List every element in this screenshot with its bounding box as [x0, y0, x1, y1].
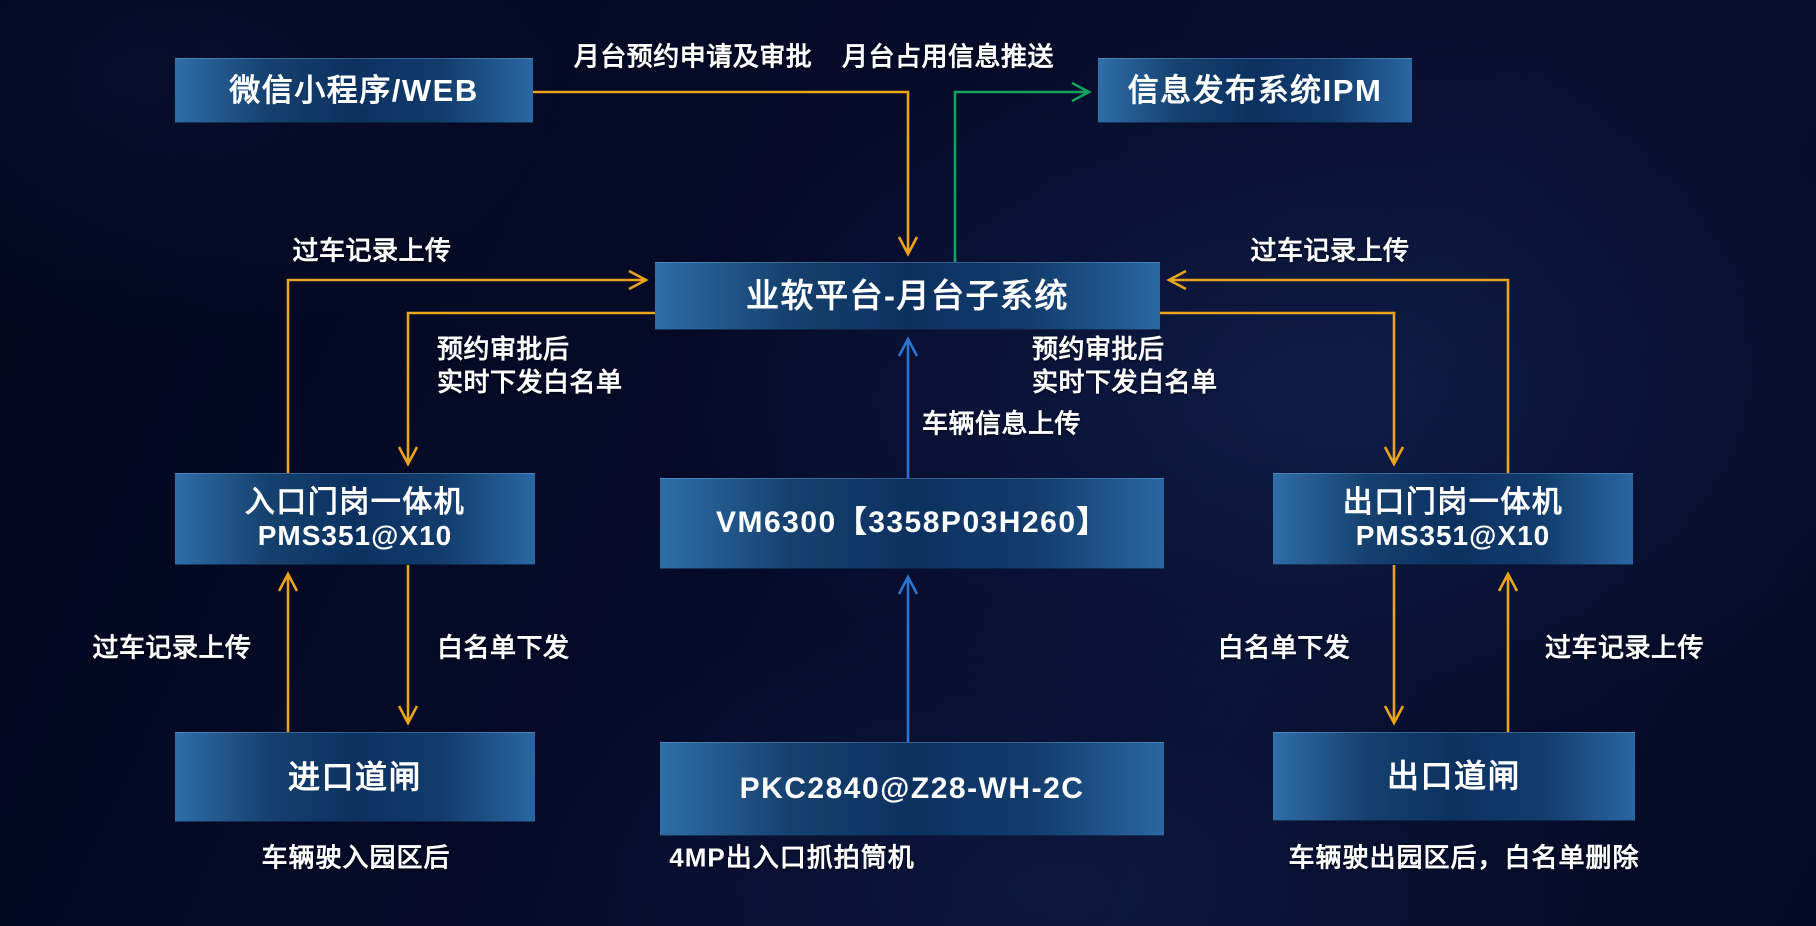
edge-label-left-whitelist-lower: 白名单下发: [437, 632, 570, 663]
edge-label-right-record-lower: 过车记录上传: [1545, 632, 1705, 663]
edge-label-line2: 实时下发白名单: [1032, 367, 1218, 397]
node-label: 出口道闸: [1386, 758, 1521, 795]
edge-label-right-record-upper: 过车记录上传: [1250, 235, 1410, 266]
node-vm6300-camera: VM6300【3358P03H260】: [660, 478, 1164, 569]
edge-label-right-whitelist-lower: 白名单下发: [1217, 632, 1351, 663]
edge-label-line1: 预约审批后: [437, 334, 570, 364]
edge-label-right-whitelist-upper: 预约审批后 实时下发白名单: [1032, 333, 1218, 399]
node-entrance-gate-machine: 入口门岗一体机 PMS351@X10: [175, 473, 535, 565]
edge-left-pass-record-to-platform: [286, 269, 649, 473]
node-label: VM6300【3358P03H260】: [715, 506, 1109, 540]
node-platform-dock-subsystem: 业软平台-月台子系统: [655, 262, 1160, 330]
node-label: PKC2840@Z28-WH-2C: [739, 771, 1085, 805]
node-label: 信息发布系统IPM: [1127, 72, 1383, 108]
node-info-publishing-system-ipm: 信息发布系统IPM: [1098, 58, 1412, 123]
caption-capture-camera: 4MP出入口抓拍筒机: [669, 842, 915, 873]
node-model: PMS351@X10: [257, 520, 453, 552]
edge-label-vehicle-info-upload: 车辆信息上传: [922, 408, 1082, 439]
edge-platform-whitelist-to-entrance-machine: [397, 311, 655, 467]
edge-label-line1: 预约审批后: [1032, 334, 1165, 364]
node-label: 业软平台-月台子系统: [746, 277, 1069, 315]
node-label: 进口道闸: [287, 758, 422, 795]
edge-label-left-whitelist-upper: 预约审批后 实时下发白名单: [437, 333, 623, 399]
caption-exit-barrier: 车辆驶出园区后，白名单删除: [1288, 842, 1640, 873]
edge-label-left-record-lower: 过车记录上传: [92, 632, 252, 663]
node-wechat-miniprogram-web: 微信小程序/WEB: [175, 58, 533, 123]
edge-reservation-request: [533, 90, 919, 257]
node-exit-gate-machine: 出口门岗一体机 PMS351@X10: [1273, 473, 1633, 565]
node-label: 微信小程序/WEB: [229, 72, 479, 108]
node-pkc-capture-camera: PKC2840@Z28-WH-2C: [660, 742, 1164, 836]
node-exit-barrier: 出口道闸: [1273, 732, 1635, 821]
node-entrance-barrier: 进口道闸: [175, 732, 535, 822]
edge-label-occupancy-push: 月台占用信息推送: [841, 41, 1055, 72]
edge-right-pass-record-to-platform: [1166, 269, 1510, 473]
edge-label-line2: 实时下发白名单: [437, 367, 623, 397]
node-label: 出口门岗一体机: [1342, 485, 1564, 519]
caption-entrance-barrier: 车辆驶入园区后: [261, 842, 451, 873]
edge-platform-whitelist-to-exit-machine: [1160, 311, 1405, 467]
edge-label-reservation-request: 月台预约申请及审批: [573, 41, 813, 72]
node-model: PMS351@X10: [1355, 520, 1551, 552]
edge-label-left-record-upper: 过车记录上传: [292, 235, 452, 266]
edge-occupancy-push-to-ipm: [953, 81, 1092, 262]
node-label: 入口门岗一体机: [244, 485, 466, 519]
